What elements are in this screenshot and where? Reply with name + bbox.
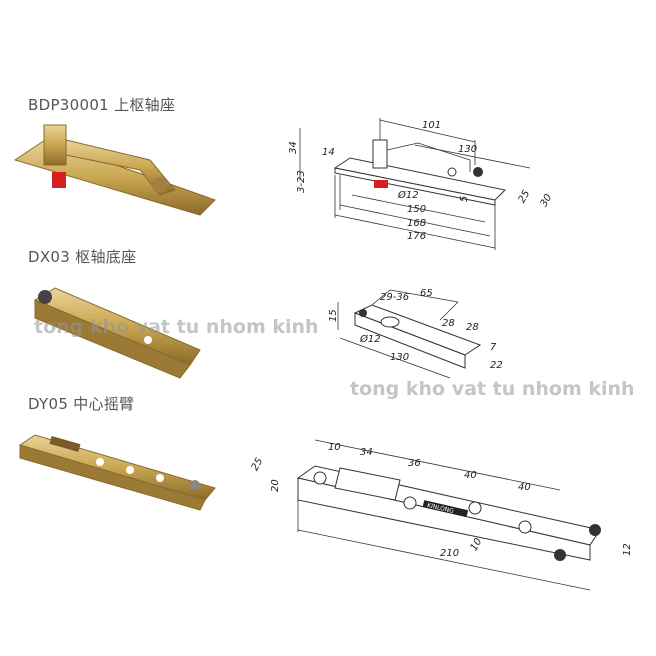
- drawing-dx03: 29-36 65 15 28 28 Ø12 130 7 22: [328, 288, 503, 379]
- dim-168: 168: [407, 218, 426, 229]
- dim-101: 101: [422, 120, 441, 131]
- product-title-dy05: DY05 中心摇臂: [28, 395, 135, 413]
- dim-30: 30: [539, 192, 555, 209]
- dim-5: 5: [459, 196, 470, 202]
- dim-10b: 10: [469, 536, 485, 553]
- dim-14: 14: [322, 147, 335, 158]
- dim-40a: 40: [464, 470, 477, 481]
- watermark-right: tong kho vat tu nhom kinh: [350, 378, 635, 400]
- dim-20: 20: [270, 479, 281, 492]
- dim-34: 34: [360, 447, 373, 458]
- dim-22: 22: [490, 360, 503, 371]
- dim-28b: 28: [466, 322, 479, 333]
- dim-28a: 28: [442, 318, 455, 329]
- dim-25: 25: [250, 456, 266, 473]
- dim-25: 25: [517, 188, 533, 205]
- dim-7: 7: [490, 342, 497, 353]
- dim-36: 36: [408, 458, 421, 469]
- photo-bottom-pivot: [33, 287, 201, 379]
- dim-3-23: 3-23: [296, 170, 307, 193]
- product-title-dx03: DX03 枢轴底座: [28, 248, 137, 266]
- dim-130: 130: [390, 352, 409, 363]
- product-title-bdp30001: BDP30001 上枢轴座: [28, 96, 176, 114]
- dim-150: 150: [407, 204, 426, 215]
- dim-10a: 10: [328, 442, 341, 453]
- dim-210: 210: [440, 548, 459, 559]
- dim-40b: 40: [518, 482, 531, 493]
- dim-130: 130: [458, 144, 477, 155]
- dim-29-36: 29-36: [380, 292, 409, 303]
- dim-15: 15: [328, 309, 339, 322]
- dim-34: 34: [288, 141, 299, 154]
- dim-12: 12: [622, 543, 633, 556]
- photo-center-arm: [18, 434, 216, 511]
- photo-top-pivot: [13, 124, 216, 216]
- dim-d12: Ø12: [359, 333, 381, 345]
- drawing-dy05: KINLONG 10 34 36 40 40 25 20 10 210 12: [250, 439, 633, 591]
- dim-176: 176: [407, 231, 426, 242]
- watermark-left: tong kho vat tu nhom kinh: [34, 316, 319, 338]
- dim-65: 65: [420, 288, 433, 299]
- drawing-bdp30001: 101 130 34 14 3-23 Ø12 5 150 168 176 25 …: [288, 118, 554, 250]
- dim-d12: Ø12: [397, 189, 419, 201]
